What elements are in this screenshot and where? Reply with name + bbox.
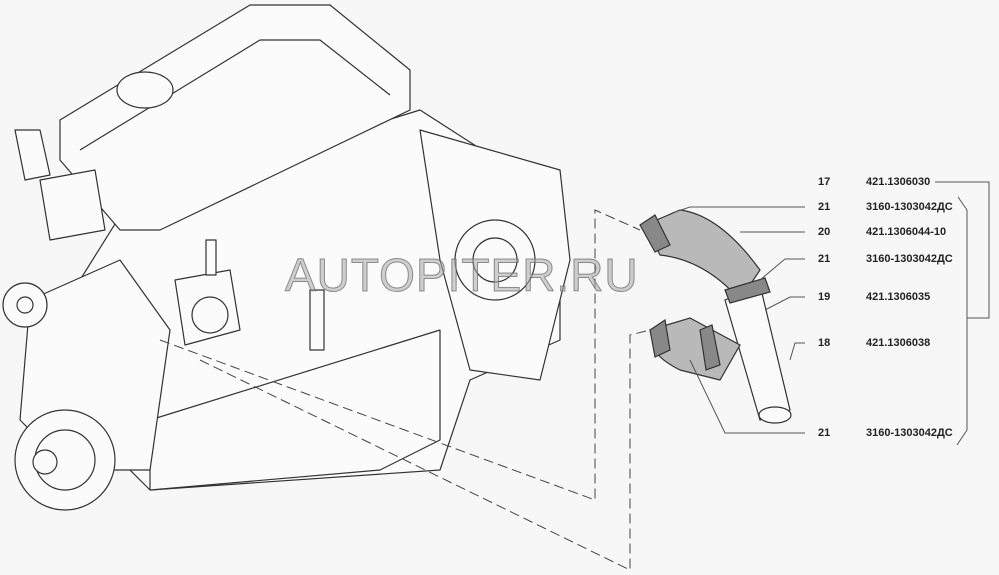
part-number[interactable]: 421.1306035: [866, 291, 931, 303]
part-pos: 20: [818, 226, 831, 238]
clamp-21-d: [699, 324, 721, 371]
part-number[interactable]: 3160-1303042ДС: [866, 427, 953, 439]
part-number[interactable]: 3160-1303042ДС: [866, 201, 953, 213]
thermostat-housing: [39, 169, 106, 241]
leader-21-bottom: [689, 359, 805, 434]
projection-line-lower: [199, 329, 651, 571]
part-number[interactable]: 3160-1303042ДС: [866, 253, 953, 265]
watermark: AUTOPITER.RU: [285, 249, 639, 302]
clamp-21-a: [639, 214, 671, 253]
part-number[interactable]: 421.1306044-10: [866, 226, 947, 238]
part-pos: 21: [818, 427, 831, 439]
hose-20: [644, 209, 761, 301]
clamp-21-c: [649, 318, 671, 358]
part-pos: 21: [818, 201, 831, 213]
part-pos: 18: [818, 337, 831, 349]
part-pos: 21: [818, 253, 831, 265]
clamp-21-b: [724, 277, 771, 304]
bracket-17: [935, 181, 990, 319]
oil-pan: [149, 329, 441, 491]
pipe-19-end: [758, 406, 792, 424]
part-number[interactable]: 421.1306038: [866, 337, 931, 349]
oil-filler-cap: [116, 71, 174, 109]
leader-21-mid: [759, 258, 805, 281]
leader-21-top: [671, 206, 805, 214]
projection-line-upper: [159, 209, 641, 501]
bracket-21-group: [956, 196, 968, 446]
part-pos: 19: [818, 291, 831, 303]
leader-18: [789, 342, 805, 361]
part-number[interactable]: 421.1306030: [866, 176, 931, 188]
leader-19: [764, 296, 805, 311]
part-pos: 17: [818, 176, 831, 188]
